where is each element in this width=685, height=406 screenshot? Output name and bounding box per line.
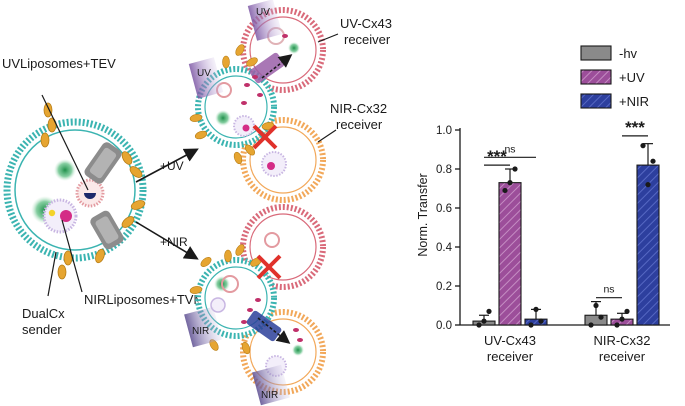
- y-axis-label: Norm. Transfer: [416, 173, 430, 256]
- nir-box-label: NIR: [192, 326, 209, 337]
- x-category-label-line2: receiver: [599, 349, 646, 364]
- y-tick-label: 0.6: [436, 203, 452, 215]
- uv-leader-line: [41, 94, 89, 191]
- legend: -hv +UV +NIR: [580, 45, 649, 109]
- y-tick-label: 0.8: [436, 164, 452, 176]
- uv-channel-highlight: [249, 52, 285, 84]
- y-tick-label: 0.2: [436, 281, 452, 293]
- data-point: [624, 308, 630, 314]
- data-point: [528, 322, 534, 328]
- y-tick-label: 1.0: [436, 125, 452, 137]
- data-point: [502, 187, 508, 194]
- data-point: [507, 180, 513, 186]
- data-point: [481, 318, 487, 324]
- red-cross-icon: [256, 254, 282, 280]
- nir-light-box-2: NIR: [252, 364, 290, 406]
- legend-swatch: [580, 69, 612, 85]
- data-point: [533, 306, 539, 312]
- data-point: [650, 158, 656, 164]
- significance-label: ns: [603, 284, 614, 296]
- nir-arrow: [135, 221, 199, 260]
- x-category-label-line1: UV-Cx43: [484, 333, 536, 348]
- nir-light-box-1: NIR: [184, 306, 222, 348]
- nir-channel-highlight: [246, 310, 282, 342]
- uv-arrow: [135, 148, 199, 183]
- legend-swatch: [580, 45, 612, 61]
- legend-label: +UV: [619, 70, 645, 85]
- data-point: [598, 314, 604, 320]
- bar-+NIR-0: [524, 318, 548, 326]
- data-point: [538, 318, 544, 324]
- nir-scene: NIR NIR: [184, 204, 326, 406]
- data-point: [593, 302, 599, 309]
- uv-light-box-2: UV: [188, 57, 224, 99]
- reaction-arrows: +UV +NIR: [135, 148, 199, 260]
- data-point: [614, 322, 620, 328]
- uv-liposome-label: UVLiposomes+TEV: [2, 56, 116, 71]
- peptide-fragments-nir: [241, 298, 303, 342]
- uv-light-box-1: UV: [247, 0, 283, 41]
- uv-scene-proteins: [189, 44, 275, 165]
- membrane-protein-ellipses: [40, 102, 146, 280]
- legend-label: -hv: [619, 46, 638, 61]
- data-point: [512, 166, 518, 172]
- uv-box-label: UV: [197, 68, 211, 79]
- significance-label: ***: [625, 118, 645, 137]
- data-point: [476, 322, 482, 328]
- y-tick-label: 0.0: [436, 320, 452, 332]
- nir-box-label: NIR: [261, 390, 278, 401]
- x-category-label-line2: receiver: [487, 349, 534, 364]
- uv-liposome: [75, 178, 105, 208]
- bar--hv-1: [584, 314, 608, 326]
- peptide-fragments-uv: [241, 34, 288, 105]
- significance-label: ***: [487, 147, 507, 166]
- red-cross-icon: [252, 124, 278, 150]
- data-point: [645, 182, 651, 188]
- y-tick-label: 0.4: [436, 242, 453, 254]
- uv-receiver-label-line1: UV-Cx43: [340, 16, 392, 31]
- legend-label: +NIR: [619, 94, 649, 109]
- x-category-label-line1: NIR-Cx32: [593, 333, 650, 348]
- nir-leader-line: [61, 219, 83, 293]
- nir-receiver-label-line2: receiver: [336, 117, 383, 132]
- uv-receiver-label-line2: receiver: [344, 32, 391, 47]
- dye-blob: [54, 159, 76, 181]
- bar-chart: Norm. Transfer 0.0 0.2 0.4 0.6 0.8 1.0UV-Cx43…: [416, 118, 670, 364]
- sender-label-line1: DualCx: [22, 306, 65, 321]
- uv-scene: UV UV UV-Cx43 receiver NIR-Cx32 receiver: [188, 0, 392, 203]
- uv-arrow-label: +UV: [160, 159, 184, 173]
- connexin-channel-2: [90, 210, 124, 250]
- dualcx-sender: UVLiposomes+TEV NIRLiposomes+TVMV DualCx…: [2, 56, 213, 337]
- uv-box-label: UV: [256, 7, 270, 18]
- legend-swatch: [580, 93, 612, 109]
- nir-liposome-label: NIRLiposomes+TVMV: [84, 292, 213, 307]
- data-point: [486, 308, 492, 314]
- data-point: [619, 316, 625, 322]
- nir-receiver-label-line1: NIR-Cx32: [330, 101, 387, 116]
- data-point: [640, 143, 646, 149]
- bar-+UV-0: [498, 182, 522, 326]
- sender-leader-line: [47, 251, 57, 297]
- sender-label-line2: sender: [22, 322, 62, 337]
- nir-liposome: [42, 198, 78, 234]
- connexin-channel-1: [84, 142, 122, 184]
- data-point: [588, 322, 594, 328]
- nir-arrow-label: +NIR: [160, 235, 188, 249]
- bar-+NIR-1: [636, 164, 660, 326]
- significance-label: ns: [504, 143, 515, 155]
